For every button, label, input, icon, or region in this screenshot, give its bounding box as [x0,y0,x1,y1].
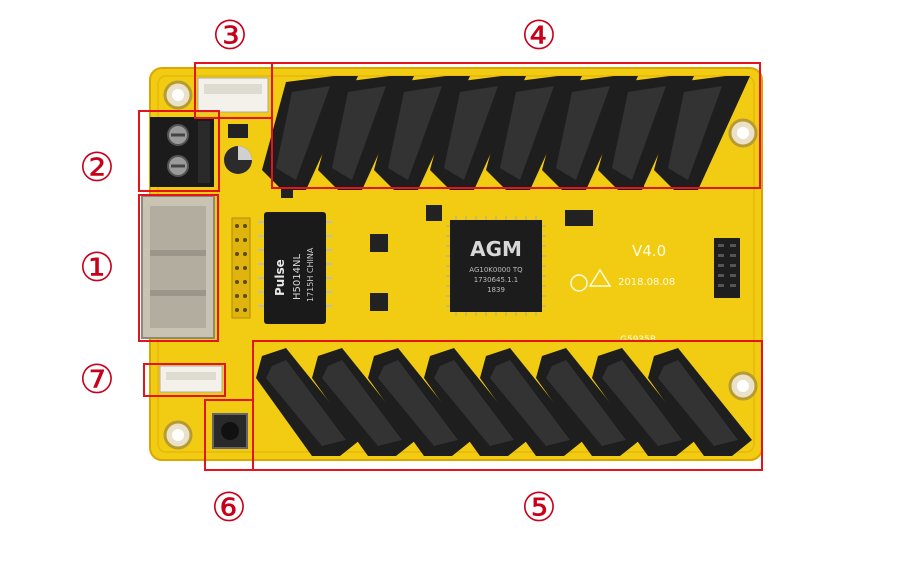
callout-6-button: ⑥ [211,485,247,531]
electrolytic-capacitor [224,146,252,174]
top-hub-connector [542,76,638,190]
highlight-box-4 [271,62,761,189]
bottom-hub-connector [648,348,752,456]
pulse-transformer-chip: Pulse H5014NL 1715H CHINA [258,212,332,324]
bottom-hub-connector [592,348,696,456]
pulse-lot-text: 1715H CHINA [306,247,315,302]
keypad-header [159,365,223,393]
pulse-brand-text: Pulse [273,259,287,296]
bottom-hub-connector [480,348,584,456]
pin-header-strip [231,217,251,319]
debug-header [197,77,269,113]
reset-push-button [212,413,248,449]
bottom-hub-connector [256,348,360,456]
pb-free-icon [570,274,588,292]
power-terminal-block [150,117,214,187]
mounting-holes [163,80,758,450]
callout-7-keypad: ⑦ [79,357,115,403]
callout-1-ethernet: ① [79,245,115,291]
top-hub-connectors [262,76,750,190]
bottom-hub-connector [536,348,640,456]
warning-triangle-icon [588,268,612,287]
pulse-part-text: H5014NL [292,254,303,300]
bottom-hub-connector [368,348,472,456]
agm-logo-text: AGM [470,237,522,261]
agm-fpga-chip: AGM AG10K0000 TQ 1730645.1.1 1839 [446,216,546,316]
callout-5-bottom-hubs: ⑤ [521,485,557,531]
callout-4-top-hubs: ④ [521,13,557,59]
callout-3-header: ③ [212,13,248,59]
highlight-box-6 [204,399,254,471]
agm-lot-text: 1730645.1.1 [474,276,519,284]
top-hub-connector [374,76,470,190]
bottom-hub-connector [424,348,528,456]
bottom-hub-connectors [256,348,752,456]
ethernet-port [141,195,215,339]
top-hub-connector [486,76,582,190]
top-hub-connector [598,76,694,190]
board-date-label: 2018.08.08 [618,277,675,288]
top-hub-connector [654,76,750,190]
agm-code-text: 1839 [487,286,505,294]
top-hub-connector [430,76,526,190]
highlight-box-7 [143,363,226,397]
highlight-box-1 [138,194,219,342]
highlight-boxes [138,62,763,471]
right-side-connector [714,238,740,298]
bottom-hub-connector [312,348,416,456]
top-hub-connector [318,76,414,190]
board-version-label: V4.0 [632,242,666,260]
callout-2-power: ② [79,145,115,191]
agm-part-text: AG10K0000 TQ [469,266,523,274]
top-hub-connector [262,76,358,190]
highlight-box-2 [138,110,220,192]
